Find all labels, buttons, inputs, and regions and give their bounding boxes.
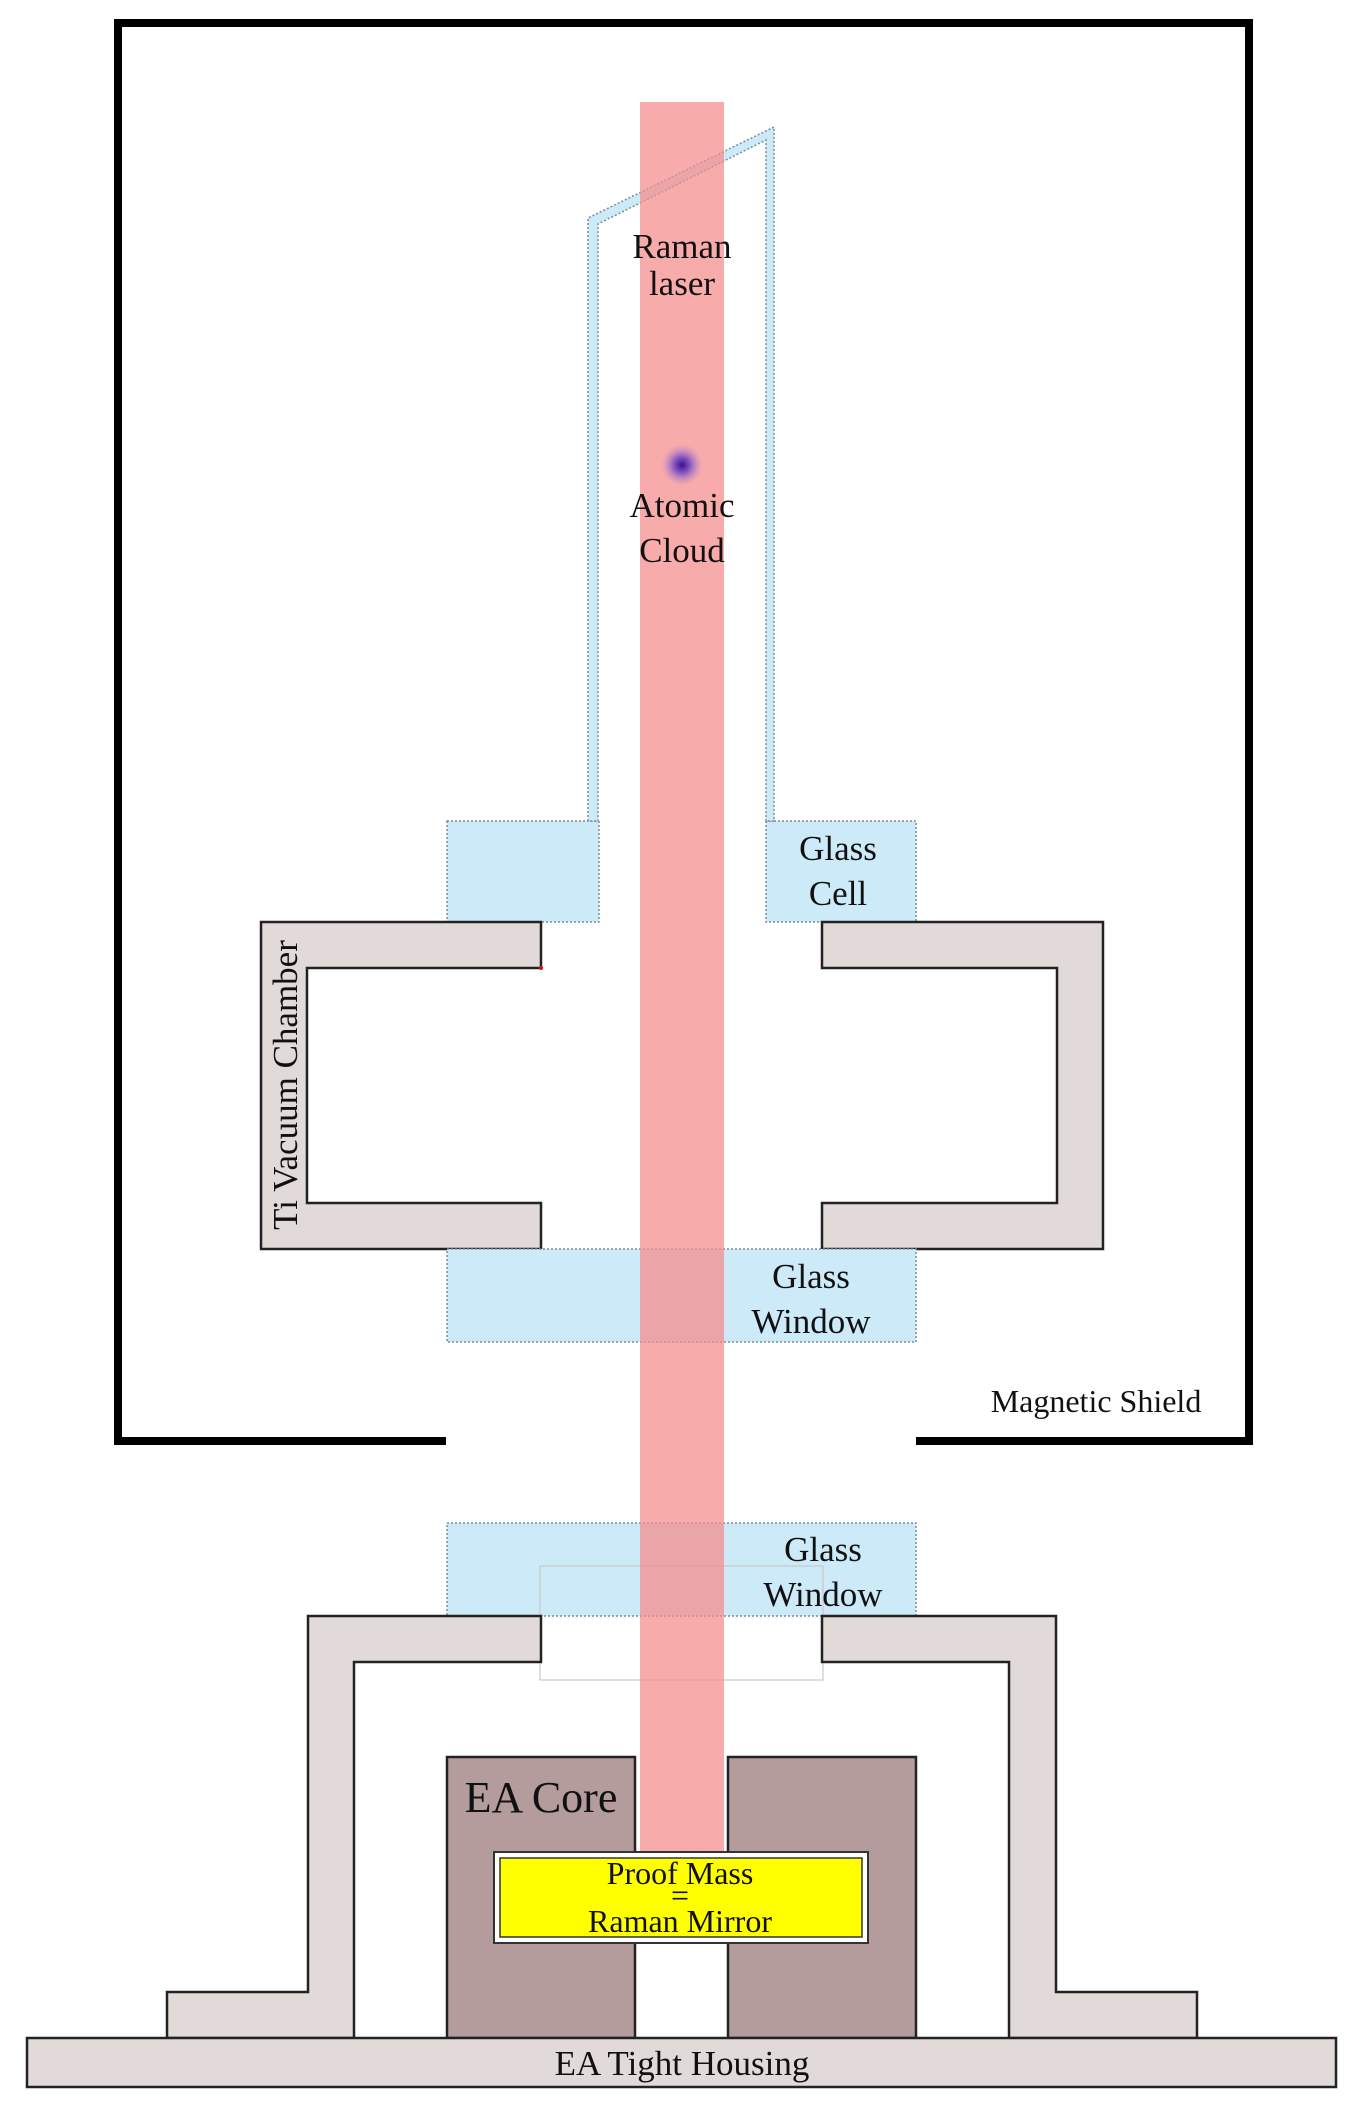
- raman-laser-beam: [640, 102, 724, 1854]
- proof-mass-label-line1: Proof Mass: [607, 1855, 754, 1891]
- ea-tight-housing-base: [25, 2036, 1338, 2089]
- ti-vacuum-chamber-label: Ti Vacuum Chamber: [266, 940, 305, 1230]
- raman-laser-label-line1: Raman: [632, 227, 731, 266]
- ea-core-label: EA Core: [465, 1773, 618, 1822]
- glass-cell-label-line2: Cell: [809, 874, 868, 913]
- ti-vacuum-chamber-right: [820, 920, 1105, 1251]
- proof-mass-equals: =: [671, 1877, 689, 1913]
- atomic-cloud-label-line1: Atomic: [630, 486, 735, 525]
- ea-tight-housing-label: EA Tight Housing: [555, 2044, 810, 2083]
- glass-cell-label-line1: Glass: [799, 829, 877, 868]
- magnetic-shield-label: Magnetic Shield: [991, 1383, 1202, 1419]
- proof-mass-label-line2: Raman Mirror: [588, 1903, 772, 1939]
- ti-vacuum-chamber-left: [259, 920, 543, 1251]
- glass-window-lower-label-line2: Window: [763, 1575, 883, 1614]
- glass-window-lower-label-line1: Glass: [784, 1530, 862, 1569]
- glass-window-upper-label-line1: Glass: [772, 1257, 850, 1296]
- glass-cell-left-block: [446, 820, 600, 923]
- red-dot-marker: [539, 966, 543, 970]
- atomic-cloud-dot: [661, 444, 703, 486]
- magnetic-shield-outline: [114, 19, 1253, 1445]
- proof-mass-mirror: [499, 1857, 863, 1938]
- raman-laser-label-line2: laser: [649, 264, 715, 303]
- glass-window-upper-label-line2: Window: [751, 1302, 871, 1341]
- atomic-cloud-label-line2: Cloud: [639, 531, 725, 570]
